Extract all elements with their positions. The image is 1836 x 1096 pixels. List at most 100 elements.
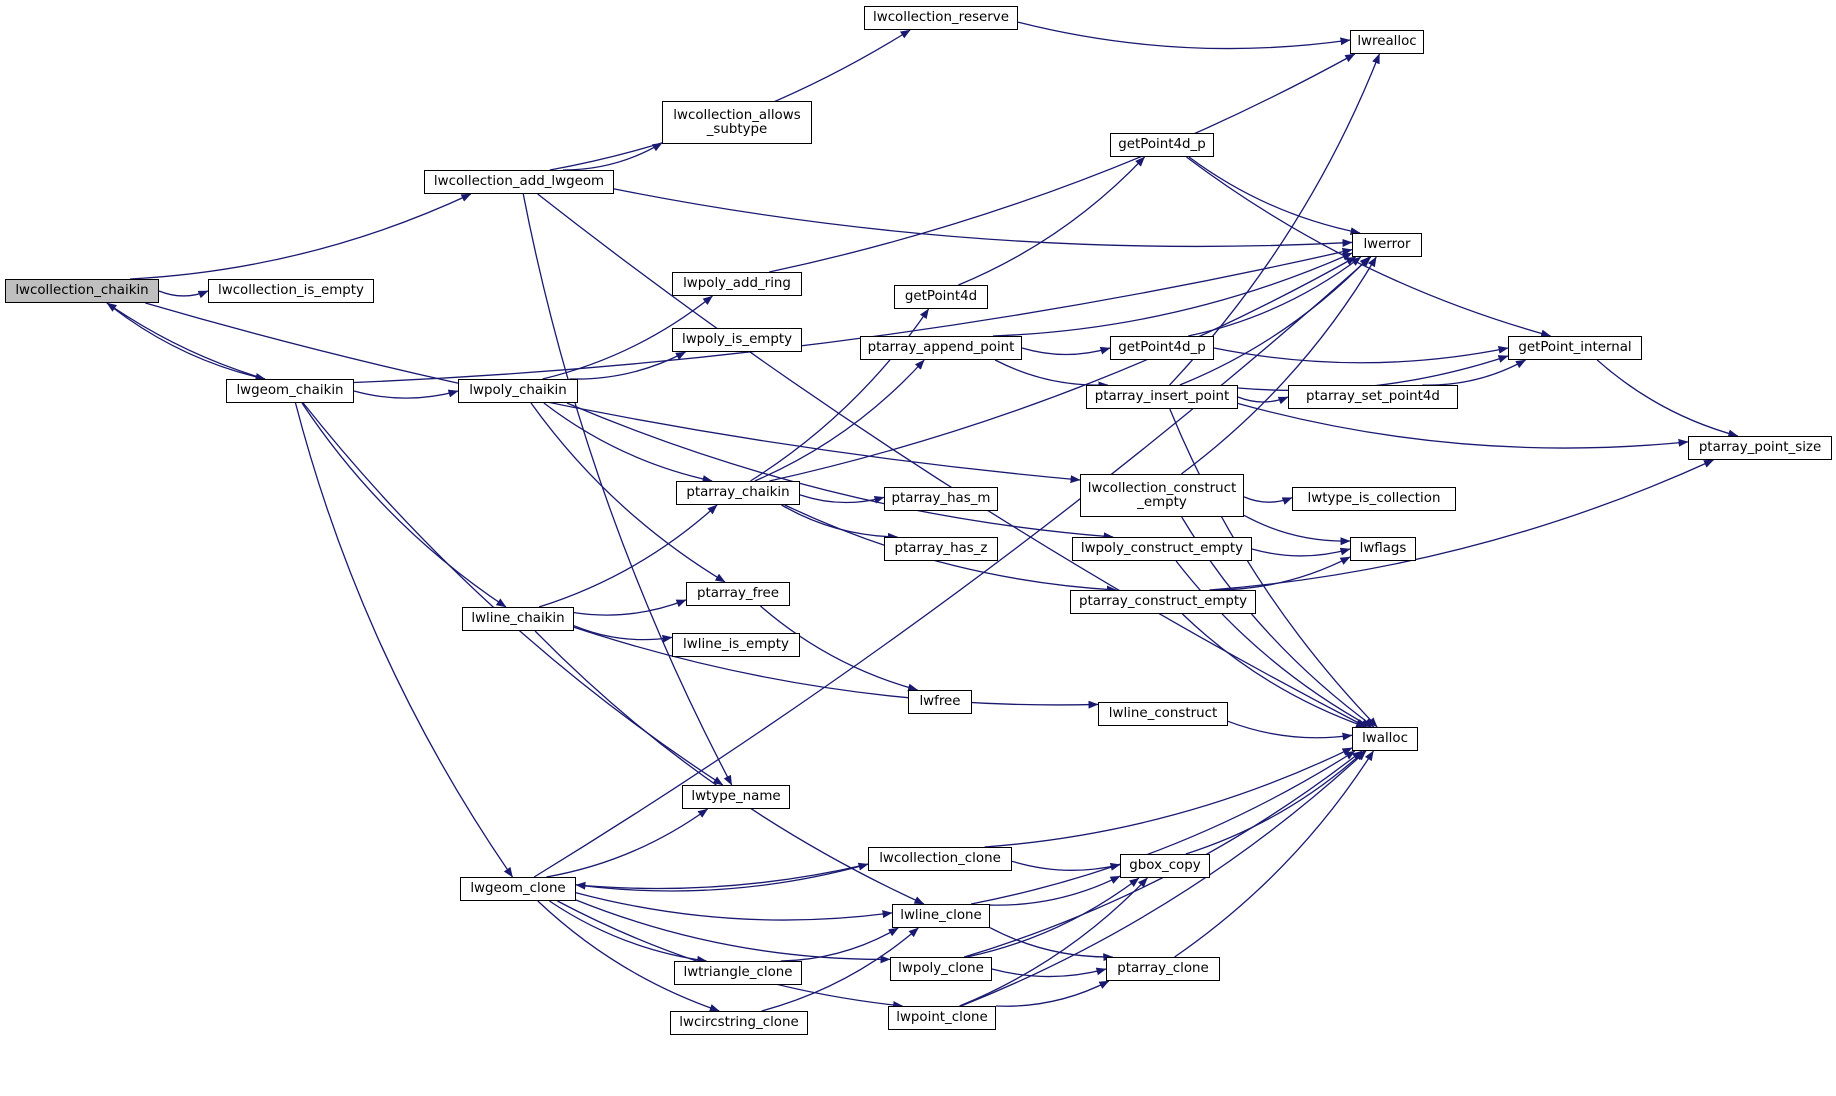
edge-lwcollection_add_lwgeom-to-lwerror bbox=[613, 188, 1353, 248]
edge-ptarray_construct_empty-to-lwalloc bbox=[1181, 613, 1367, 728]
edge-lwgeom_chaikin-to-lwerror bbox=[353, 247, 1353, 384]
edge-getPoint4d_p_mid-to-lwerror bbox=[1188, 256, 1362, 337]
node-lwcollection-add-lwgeom[interactable]: lwcollection_add_lwgeom bbox=[424, 170, 614, 194]
edge-lwline_construct-to-lwalloc bbox=[1227, 720, 1353, 741]
edge-lwline_chaikin-to-ptarray_free bbox=[573, 599, 687, 616]
edge-lwpoly_chaikin-to-ptarray_chaikin bbox=[543, 402, 713, 483]
edge-lwgeom_chaikin-to-lwcollection_chaikin bbox=[106, 302, 266, 380]
edge-lwcollection_clone-to-lwgeom_clone bbox=[575, 863, 869, 890]
edge-ptarray_free-to-lwfree bbox=[760, 605, 919, 692]
edge-lwpoly_add_ring-to-lwrealloc bbox=[769, 53, 1356, 273]
edge-lwcollection_construct_empty-to-lwtype_is_collection bbox=[1243, 496, 1293, 505]
node-getpoint4d-p-top[interactable]: getPoint4d_p bbox=[1110, 133, 1214, 157]
edge-lwcollection_construct_empty-to-lwerror bbox=[1180, 256, 1377, 475]
node-lwtype-is-collection[interactable]: lwtype_is_collection bbox=[1292, 487, 1456, 511]
node-lwgeom-chaikin[interactable]: lwgeom_chaikin bbox=[226, 379, 354, 403]
edge-lwpoly_construct_empty-to-lwalloc bbox=[1175, 560, 1372, 728]
edge-lwtriangle_clone-to-lwline_clone bbox=[780, 927, 899, 962]
edge-lwgeom_chaikin-to-lwpoly_chaikin bbox=[353, 389, 459, 399]
edge-lwcollection_clone-to-gbox_copy bbox=[1011, 860, 1121, 871]
edge-lwline_clone-to-lwalloc bbox=[970, 750, 1356, 905]
edge-ptarray_chaikin-to-ptarray_append_point bbox=[754, 359, 925, 482]
node-lwpoly-is-empty[interactable]: lwpoly_is_empty bbox=[672, 328, 802, 352]
node-getpoint-internal[interactable]: getPoint_internal bbox=[1508, 336, 1642, 360]
edge-lwpoly_chaikin-to-ptarray_free bbox=[530, 402, 726, 583]
node-lwgeom-clone[interactable]: lwgeom_clone bbox=[460, 877, 576, 901]
node-ptarray-has-z[interactable]: ptarray_has_z bbox=[884, 537, 998, 561]
edge-lwpoly_clone-to-ptarray_clone bbox=[991, 967, 1107, 978]
node-lwpoly-chaikin[interactable]: lwpoly_chaikin bbox=[458, 379, 578, 403]
node-lwcollection-is-empty[interactable]: lwcollection_is_empty bbox=[208, 279, 374, 303]
node-lwpoint-clone[interactable]: lwpoint_clone bbox=[888, 1006, 996, 1030]
edge-lwline_clone-to-gbox_copy bbox=[989, 875, 1121, 906]
edge-lwline_clone-to-ptarray_clone bbox=[989, 927, 1114, 962]
edge-lwcollection_chaikin-to-lwcollection_construct_empty bbox=[145, 302, 1081, 484]
node-lwline-is-empty[interactable]: lwline_is_empty bbox=[672, 633, 800, 657]
edge-ptarray_insert_point-to-ptarray_point_size bbox=[1237, 402, 1689, 449]
node-lwline-construct[interactable]: lwline_construct bbox=[1098, 702, 1228, 726]
edge-lwline_chaikin-to-lwline_construct bbox=[573, 626, 1099, 709]
edge-lwcollection_clone-to-lwalloc bbox=[984, 747, 1353, 848]
node-lwcollection-chaikin[interactable]: lwcollection_chaikin bbox=[5, 279, 159, 303]
node-ptarray-chaikin[interactable]: ptarray_chaikin bbox=[676, 481, 800, 505]
edge-getPoint_internal-to-ptarray_point_size bbox=[1596, 359, 1739, 438]
node-lwpoly-construct-empty[interactable]: lwpoly_construct_empty bbox=[1072, 537, 1252, 561]
node-lwcircstring-clone[interactable]: lwcircstring_clone bbox=[670, 1011, 808, 1035]
node-gbox-copy[interactable]: gbox_copy bbox=[1120, 854, 1210, 878]
node-ptarray-clone[interactable]: ptarray_clone bbox=[1106, 957, 1220, 981]
edge-ptarray_append_point-to-getPoint4d_p_mid bbox=[1021, 346, 1111, 356]
node-lwcollection-clone[interactable]: lwcollection_clone bbox=[868, 847, 1012, 871]
edge-lwpoint_clone-to-ptarray_clone bbox=[995, 980, 1110, 1007]
edge-lwcollection_chaikin-to-lwcollection_add_lwgeom bbox=[130, 193, 472, 280]
node-lwfree[interactable]: lwfree bbox=[908, 690, 972, 714]
node-lwline-clone[interactable]: lwline_clone bbox=[892, 904, 990, 928]
node-lwrealloc[interactable]: lwrealloc bbox=[1350, 30, 1424, 54]
edge-getPoint4d_p_top-to-lwerror bbox=[1188, 156, 1361, 236]
edge-lwpoly_chaikin-to-lwpoly_construct_empty bbox=[566, 402, 1114, 541]
edge-getPoint4d_p_mid-to-getPoint_internal bbox=[1213, 345, 1509, 364]
node-ptarray-append-point[interactable]: ptarray_append_point bbox=[860, 336, 1022, 360]
edge-lwcollection_chaikin-to-lwcollection_is_empty bbox=[158, 290, 209, 299]
edge-lwgeom_clone-to-lwcollection_clone bbox=[575, 862, 869, 892]
node-lwflags[interactable]: lwflags bbox=[1350, 537, 1416, 561]
node-getpoint4d[interactable]: getPoint4d bbox=[894, 285, 988, 309]
node-lwcollection-reserve[interactable]: lwcollection_reserve bbox=[864, 6, 1018, 30]
node-lwalloc[interactable]: lwalloc bbox=[1352, 727, 1418, 751]
edge-lwline_chaikin-to-lwline_is_empty bbox=[573, 625, 673, 643]
edge-lwpoly_chaikin-to-lwpoly_add_ring bbox=[542, 295, 713, 380]
node-ptarray-has-m[interactable]: ptarray_has_m bbox=[884, 487, 998, 511]
edge-lwgeom_clone-to-lwtype_name bbox=[546, 808, 708, 878]
node-lwtriangle-clone[interactable]: lwtriangle_clone bbox=[674, 961, 802, 985]
node-ptarray-free[interactable]: ptarray_free bbox=[686, 582, 790, 606]
edge-ptarray_set_point4d-to-getPoint_internal bbox=[1422, 359, 1526, 386]
edge-ptarray_chaikin-to-ptarray_has_m bbox=[799, 494, 885, 504]
edge-lwpoint_clone-to-lwalloc bbox=[960, 750, 1367, 1007]
node-ptarray-construct-empty[interactable]: ptarray_construct_empty bbox=[1070, 590, 1256, 614]
node-lwpoly-clone[interactable]: lwpoly_clone bbox=[890, 957, 992, 981]
edge-lwcollection_add_lwgeom-to-lwalloc bbox=[537, 193, 1367, 728]
node-ptarray-set-point4d[interactable]: ptarray_set_point4d bbox=[1288, 385, 1458, 409]
node-lwtype-name[interactable]: lwtype_name bbox=[682, 785, 790, 809]
edge-ptarray_construct_empty-to-ptarray_point_size bbox=[1209, 459, 1714, 591]
edge-lwgeom_clone-to-lwerror bbox=[533, 256, 1372, 878]
edge-lwgeom_clone-to-lwpoly_clone bbox=[575, 899, 891, 964]
edge-lwgeom_chaikin-to-lwgeom_clone bbox=[294, 402, 514, 878]
edge-lwgeom_clone-to-lwcircstring_clone bbox=[537, 900, 720, 1012]
node-ptarray-point-size[interactable]: ptarray_point_size bbox=[1688, 436, 1832, 460]
edge-lwcollection_add_lwgeom-to-lwtype_name bbox=[522, 193, 733, 786]
node-lwpoly-add-ring[interactable]: lwpoly_add_ring bbox=[672, 272, 802, 296]
node-lwcollection-allows-subtype[interactable]: lwcollection_allows _subtype bbox=[662, 101, 812, 144]
edge-lwcollection_reserve-to-lwrealloc bbox=[1017, 21, 1351, 50]
edge-lwcircstring_clone-to-lwline_clone bbox=[761, 927, 919, 1012]
edge-lwpoint_clone-to-gbox_copy bbox=[959, 877, 1148, 1007]
edge-ptarray_chaikin-to-getPoint4d bbox=[750, 308, 930, 482]
node-getpoint4d-p-mid[interactable]: getPoint4d_p bbox=[1110, 336, 1214, 360]
node-lwerror[interactable]: lwerror bbox=[1352, 233, 1422, 257]
edge-ptarray_insert_point-to-ptarray_set_point4d bbox=[1237, 396, 1289, 405]
edge-lwcollection_construct_empty-to-lwflags bbox=[1243, 514, 1351, 546]
node-lwcollection-construct-empty[interactable]: lwcollection_construct _empty bbox=[1080, 474, 1244, 517]
edge-lwgeom_chaikin-to-lwline_chaikin bbox=[301, 402, 507, 608]
node-lwline-chaikin[interactable]: lwline_chaikin bbox=[462, 607, 574, 631]
node-ptarray-insert-point[interactable]: ptarray_insert_point bbox=[1086, 385, 1238, 409]
